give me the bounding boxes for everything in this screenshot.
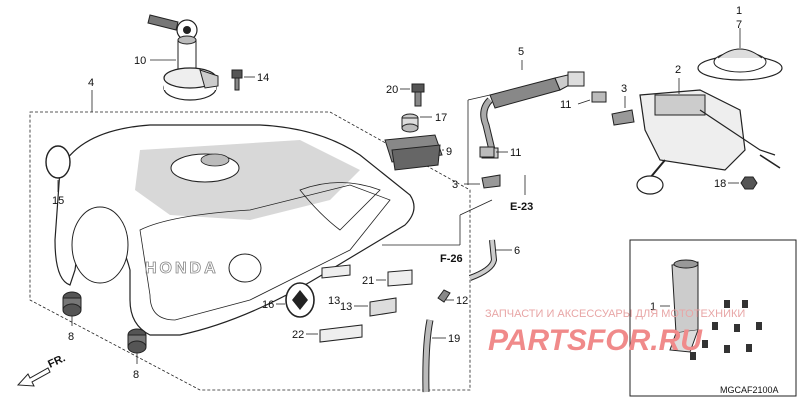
callout-11a: 11 xyxy=(560,99,571,111)
part-9-bracket[interactable] xyxy=(384,134,443,171)
callout-3b: 3 xyxy=(621,83,627,95)
callout-20: 20 xyxy=(386,84,398,96)
part-5-fuel-hose-assembly[interactable] xyxy=(480,60,585,159)
part-21-pad[interactable] xyxy=(387,269,413,287)
callout-13a: 13 xyxy=(328,295,340,307)
reference-f26: F-26 xyxy=(440,253,463,265)
callout-13b: 13 xyxy=(340,301,352,313)
part-14-bolt[interactable] xyxy=(231,69,243,91)
inset-pump-components xyxy=(629,239,797,397)
part-7-pump-flange-seal[interactable] xyxy=(697,48,783,81)
part-3-clip-left[interactable] xyxy=(481,174,501,189)
callout-14: 14 xyxy=(257,72,269,84)
callout-6: 6 xyxy=(514,245,520,257)
callout-8b: 8 xyxy=(133,369,139,381)
callout-3a: 3 xyxy=(452,179,458,191)
callout-10: 10 xyxy=(134,55,146,67)
callout-9: 9 xyxy=(446,146,452,158)
callout-12: 12 xyxy=(456,295,468,307)
callout-1: 1 xyxy=(736,5,742,17)
callout-19: 19 xyxy=(448,333,460,345)
callout-16: 16 xyxy=(262,299,274,311)
reference-e23: E-23 xyxy=(510,201,533,213)
part-8-grommet-a[interactable] xyxy=(62,291,82,317)
part-16-wing-emblem[interactable] xyxy=(285,282,315,318)
part-15-seal[interactable] xyxy=(45,145,71,179)
part-19-drain-hose[interactable] xyxy=(422,319,434,393)
front-label: FR. xyxy=(46,352,67,370)
part-17-collar[interactable] xyxy=(401,113,419,133)
callout-1-inset: 1 xyxy=(650,301,656,313)
watermark-logo: PARTSFOR.RU xyxy=(488,324,703,357)
fuel-tank[interactable]: HONDA xyxy=(29,111,471,391)
part-13-pad-lower[interactable] xyxy=(369,297,397,317)
part-18-nut[interactable] xyxy=(740,176,758,190)
watermark-text: ЗАПЧАСТИ И АКСЕССУАРЫ ДЛЯ МОТОТЕХНИКИ xyxy=(485,308,745,320)
part-13-pad-upper[interactable] xyxy=(321,264,351,279)
callout-8a: 8 xyxy=(68,331,74,343)
part-22-pad[interactable] xyxy=(319,324,363,343)
callout-5: 5 xyxy=(518,46,524,58)
callout-11b: 11 xyxy=(510,147,521,159)
callout-7: 7 xyxy=(736,19,742,31)
part-2-fuel-pump-assembly[interactable] xyxy=(636,89,781,195)
part-8-grommet-b[interactable] xyxy=(127,328,147,354)
callout-21: 21 xyxy=(362,275,374,287)
front-direction-arrow xyxy=(16,367,51,387)
callout-17: 17 xyxy=(435,112,447,124)
callout-15: 15 xyxy=(52,195,64,207)
part-6-breather-hose[interactable] xyxy=(468,239,498,281)
part-10-fuel-cap-with-key[interactable] xyxy=(147,14,219,101)
callout-4: 4 xyxy=(88,77,94,89)
callout-22: 22 xyxy=(292,329,304,341)
part-3-clip-right[interactable] xyxy=(611,109,635,126)
part-20-bolt[interactable] xyxy=(411,83,425,107)
callout-18: 18 xyxy=(714,178,726,190)
tank-brand-text: HONDA xyxy=(145,260,219,277)
part-11-clip-upper[interactable] xyxy=(591,91,607,103)
part-12-hose-elbow[interactable] xyxy=(437,289,451,303)
diagram-code: MGCAF2100A xyxy=(720,385,779,395)
part-11-clip-lower[interactable] xyxy=(479,146,495,158)
callout-2: 2 xyxy=(675,64,681,76)
